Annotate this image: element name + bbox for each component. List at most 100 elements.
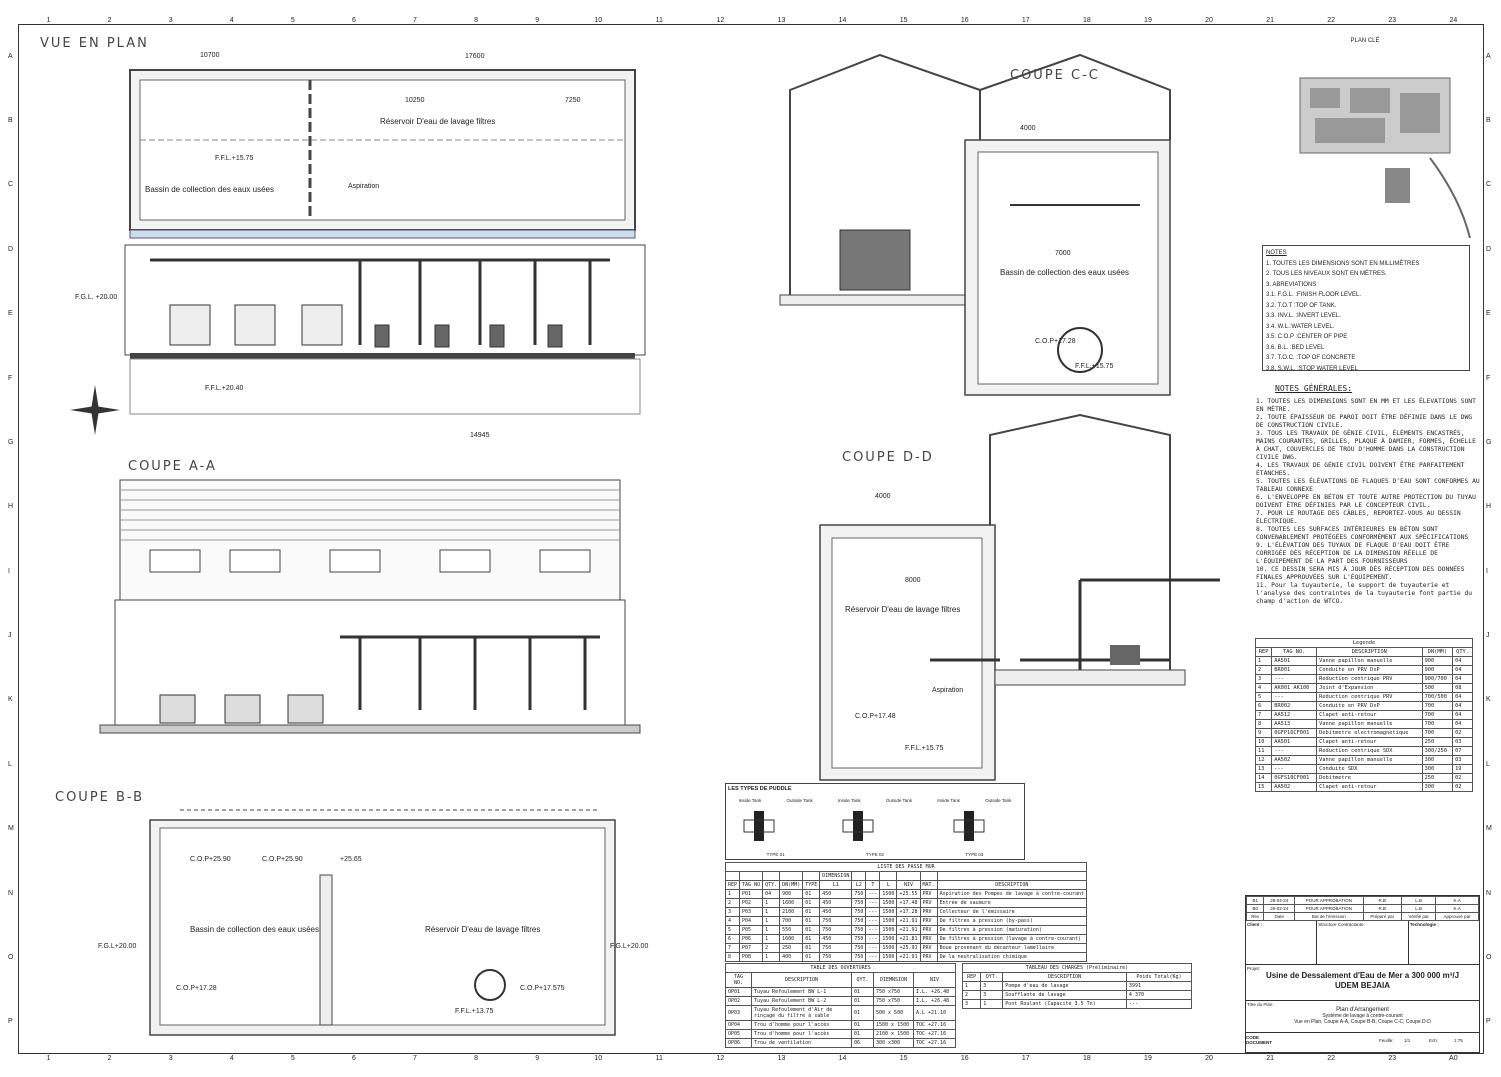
echelle-label: Ech:	[1429, 1037, 1439, 1043]
notes-generales-title: NOTES GÉNÉRALES:	[1275, 384, 1353, 393]
table-cell: 0GFS10CF001	[1271, 773, 1318, 783]
table-cell: 750	[819, 943, 853, 953]
table-cell: I.L. +26.48	[912, 987, 957, 997]
table-cell: 250	[1421, 773, 1454, 783]
grid-column-label: 13	[777, 1055, 786, 1062]
table-cell: 01	[802, 907, 821, 917]
column-header: DESCRIPTION	[751, 972, 852, 988]
dimension-cell	[936, 871, 1088, 881]
table-cell: 13	[1254, 764, 1273, 774]
site-key-plan	[1299, 77, 1471, 239]
table-cell: 8	[724, 952, 741, 962]
table-cell: Vanne papillon manuelle	[1316, 719, 1423, 729]
note-item: 1. TOUTES LES DIMENSIONS SONT EN MILLIMÈ…	[1266, 260, 1420, 267]
table-title-row: LISTE DES PASSE MUR	[724, 862, 1088, 872]
grid-column-label: 7	[413, 1055, 417, 1062]
revision-header: Vérifié par	[1401, 912, 1437, 921]
grid-column-label: 7	[413, 17, 417, 24]
table-cell: 2	[762, 943, 781, 953]
table-cell: Debitmetre	[1316, 773, 1423, 783]
grid-column-label: 5	[290, 1055, 295, 1062]
grid-column-label: 14	[838, 1055, 847, 1062]
grid-row-label: L	[8, 760, 12, 768]
table-cell: Entrée de saumure	[936, 898, 1088, 908]
table-cell: Reduction centrique PRV	[1316, 692, 1423, 702]
table-cell: ---	[1125, 999, 1193, 1009]
table-title-row: TABLEAU DES CHARGES (Préliminaire)	[962, 963, 1192, 973]
revision-header: But de l'émission	[1294, 912, 1364, 921]
dimension-cell	[919, 871, 938, 881]
table-cell: De la neutralisation chimique	[936, 952, 1088, 962]
table-cell: TOC +27.16	[912, 1038, 957, 1048]
note-item: 3.1. F.G.L. :FINISH FLOOR LEVEL.	[1266, 292, 1362, 298]
label-aspiration: Aspiration	[348, 183, 380, 190]
label-ffl-cc: F.F.L.+15.75	[1075, 363, 1114, 370]
table-cell: ---	[865, 925, 881, 935]
grid-column-label: 10	[594, 17, 603, 24]
grid-column-label: 14	[838, 17, 847, 24]
grid-row-label: I	[1486, 567, 1488, 575]
label-cop3-bb: C.O.P+17.28	[176, 985, 217, 992]
table-cell: 450	[819, 898, 853, 908]
table-cell: 750 x750	[873, 987, 914, 997]
notes-panel: NOTES 1. TOUTES LES DIMENSIONS SONT EN M…	[1262, 245, 1470, 372]
north-arrow-icon	[70, 385, 120, 435]
grid-column-label: 22	[1327, 17, 1336, 24]
view-title-bb: COUPE B-B	[55, 790, 145, 805]
table-cell: 6	[724, 934, 741, 944]
table-cell: 3	[1254, 674, 1273, 684]
plan-cle-panel: PLAN CLÉ	[1250, 30, 1480, 240]
dimension-cell: DIMENSION	[819, 871, 853, 881]
sheet-format: A0	[1449, 1055, 1458, 1062]
grid-row-label: M	[1486, 825, 1492, 833]
table-cell: 11	[1254, 746, 1273, 756]
general-note-item: 11. Pour la tuyauterie, le support de tu…	[1256, 582, 1473, 605]
grid-row-label: A	[1486, 52, 1491, 60]
table-cell: 1	[762, 952, 781, 962]
table-cell: 750	[851, 889, 867, 899]
table-cell: 3	[980, 990, 1004, 1000]
label-bassin-cc: Bassin de collection des eaux usées	[1000, 268, 1129, 277]
plan-cle-title: PLAN CLÉ	[1350, 38, 1380, 44]
table-cell: Conduite en PRV DxP	[1316, 701, 1423, 711]
table-cell: 300	[1421, 764, 1454, 774]
table-cell: Collecteur de l'émissaire	[936, 907, 1088, 917]
table-cell: 07	[1452, 746, 1473, 756]
table-cell: 6	[1254, 701, 1273, 711]
table-cell: OP05	[725, 1029, 752, 1039]
grid-column-label: 22	[1327, 1055, 1336, 1062]
table-cell: 5	[1254, 692, 1273, 702]
general-note-item: 5. TOUTES LES ÉLÉVATIONS DE FLAQUES D'EA…	[1256, 478, 1480, 493]
table-cell: A.L +21.10	[912, 1005, 957, 1021]
table-cell: BR001	[1271, 665, 1318, 675]
table-cell: 3	[980, 981, 1004, 991]
label-reservoir-dd: Réservoir D'eau de lavage filtres	[845, 605, 961, 614]
dimension-cell	[739, 871, 764, 881]
table-cell: 7	[1254, 710, 1273, 720]
table-cell: 250	[1421, 737, 1454, 747]
table-cell: 900	[779, 889, 804, 899]
revision-cell: R.B	[1362, 896, 1403, 905]
grid-row-label: H	[8, 503, 14, 511]
column-header: REP	[724, 880, 741, 890]
view-title-plan: VUE EN PLAN	[40, 36, 149, 51]
table-cell: AA501	[1271, 737, 1318, 747]
dimension-cell	[896, 871, 921, 881]
label-bassin: Bassin de collection des eaux usées	[145, 185, 274, 194]
grid-column-label: 6	[351, 1055, 356, 1062]
dimension-row: DIMENSION	[724, 871, 1088, 881]
table-cell: Tuyau Refoulement BW L-2	[751, 996, 852, 1006]
table-title: TABLEAU DES CHARGES (Préliminaire)	[962, 963, 1192, 973]
table-cell: P01	[739, 889, 764, 899]
grid-row-label: G	[8, 438, 14, 446]
table-cell: 03	[1452, 737, 1473, 747]
